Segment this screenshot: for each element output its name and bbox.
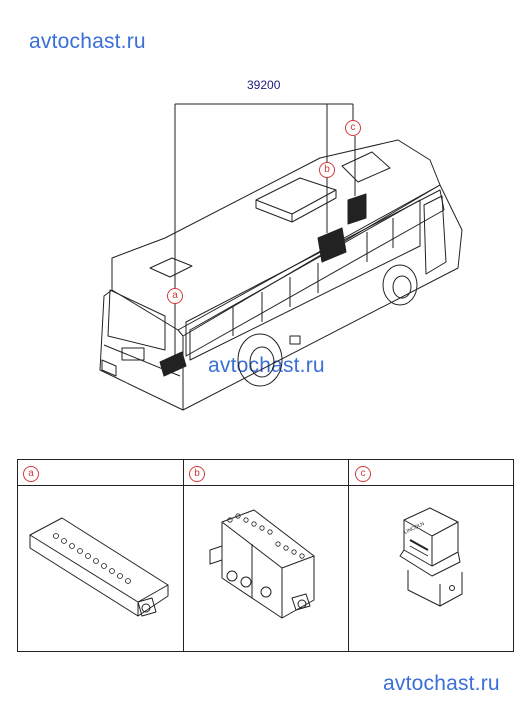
- watermark-middle: avtochast.ru: [208, 354, 325, 377]
- module-c-illustration: [399, 507, 463, 607]
- panel-label-b: b: [189, 466, 205, 482]
- panel-label-c: c: [355, 466, 371, 482]
- module-a-on-bus: [159, 351, 187, 377]
- module-a-illustration: [29, 517, 169, 617]
- callout-c: c: [345, 120, 361, 136]
- panel-label-a: a: [23, 466, 39, 482]
- part-number-label: 39200: [247, 78, 281, 92]
- detail-table-divider-2: [348, 460, 349, 651]
- leader-lines: [174, 103, 356, 360]
- detail-table: a b c: [17, 459, 514, 652]
- watermark-bottom: avtochast.ru: [383, 672, 500, 695]
- module-c-on-bus: [347, 193, 367, 225]
- callout-b: b: [319, 162, 335, 178]
- module-b-illustration: [209, 509, 315, 619]
- watermark-top: avtochast.ru: [29, 30, 146, 53]
- detail-table-header: [18, 460, 513, 486]
- bus-body: [99, 139, 463, 411]
- detail-table-divider-1: [183, 460, 184, 651]
- callout-a: a: [167, 288, 183, 304]
- module-b-on-bus: [317, 227, 347, 263]
